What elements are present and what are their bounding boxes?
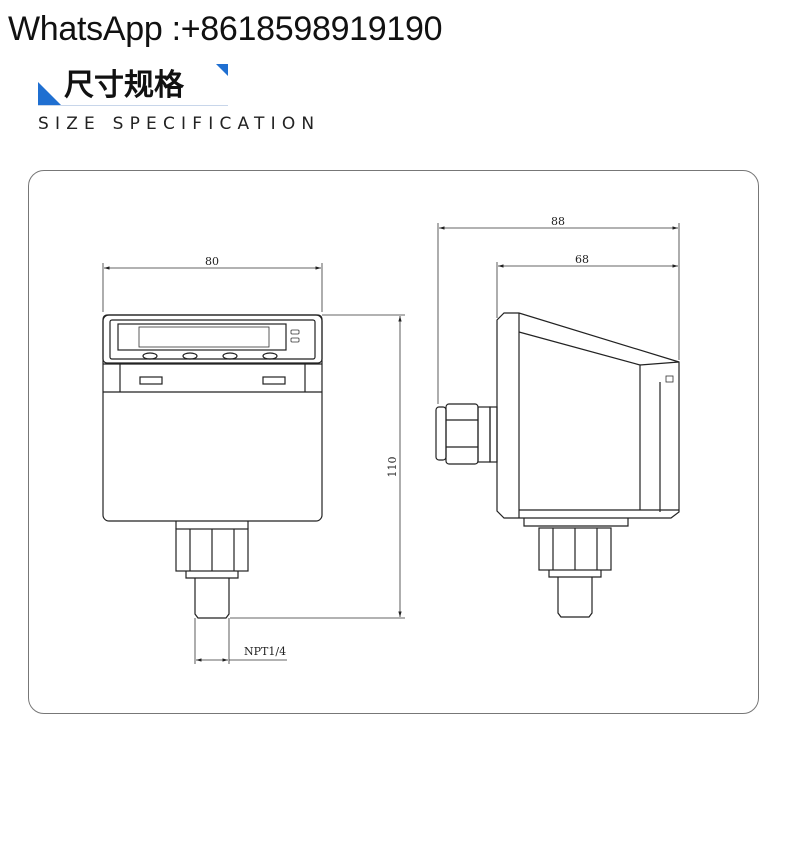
section-title: 尺寸规格 <box>64 68 184 103</box>
side-slot <box>665 375 674 383</box>
display-lcd <box>138 326 270 348</box>
dim-label-80: 80 <box>205 255 219 268</box>
key-button-1 <box>142 352 158 360</box>
thread-npt <box>194 578 230 619</box>
dim-label-88: 88 <box>551 215 565 228</box>
gland-cap <box>435 406 447 461</box>
led-indicator-2 <box>290 337 300 343</box>
side-base <box>523 518 629 527</box>
side-inner-panel <box>518 331 641 510</box>
slot-right <box>262 376 286 385</box>
side-housing <box>496 312 680 519</box>
section-heading: 尺寸规格 <box>38 60 238 110</box>
section-subtitle: SIZE SPECIFICATION <box>38 114 321 134</box>
front-housing <box>102 314 323 522</box>
slot-left <box>139 376 163 385</box>
drawing-frame <box>28 170 759 714</box>
thread-collar <box>185 571 239 579</box>
led-indicator-1 <box>290 329 300 335</box>
heading-accent-right <box>216 64 228 76</box>
key-button-4 <box>262 352 278 360</box>
dim-label-110: 110 <box>386 457 399 478</box>
whatsapp-contact: WhatsApp :+8618598919190 <box>8 10 443 48</box>
side-thread <box>557 577 593 618</box>
thread-label: NPT1/4 <box>244 645 286 658</box>
display-bezel <box>102 314 323 364</box>
dim-label-68: 68 <box>575 253 589 266</box>
side-thread-collar <box>548 570 602 578</box>
key-button-3 <box>222 352 238 360</box>
display-window-outer <box>109 319 316 360</box>
gland-nut <box>477 406 491 463</box>
key-button-2 <box>182 352 198 360</box>
heading-accent-left <box>38 82 62 106</box>
gland-washer <box>489 406 498 463</box>
heading-underline <box>38 105 228 106</box>
gland-body <box>445 403 479 465</box>
side-view: 88 68 <box>435 215 680 618</box>
front-view: 80 110 NPT1/4 <box>102 255 405 664</box>
display-screen <box>117 323 287 351</box>
